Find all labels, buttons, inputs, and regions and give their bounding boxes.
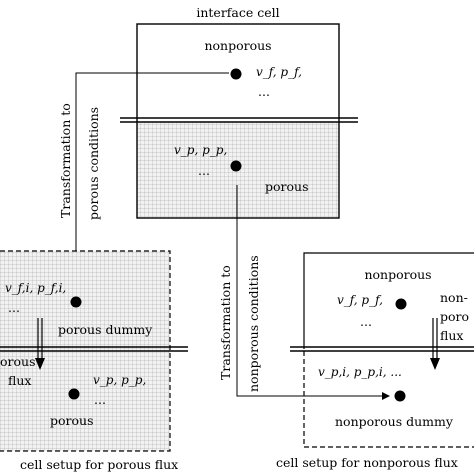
- nonporous-dummy-point: [394, 390, 406, 402]
- arrow-left-label-1: Transformation to: [58, 103, 73, 218]
- porous-setup-caption: cell setup for porous flux: [20, 457, 178, 472]
- porous-flux-label-1: orous: [0, 354, 36, 369]
- interface-upper-dots: ...: [258, 84, 270, 99]
- nonporous-flux-arrow: [430, 358, 440, 370]
- interface-lower-point: [230, 160, 242, 172]
- interface-upper-label: nonporous: [204, 38, 271, 53]
- nonporous-flux-label-3: flux: [440, 328, 463, 343]
- arrow-left-label-2: porous conditions: [86, 107, 101, 220]
- porous-flux-arrow: [35, 358, 45, 370]
- interface-cell-title: interface cell: [196, 5, 279, 20]
- nonporous-setup-upper-dots: ...: [360, 314, 372, 329]
- porous-setup-lower-dots: ...: [94, 392, 106, 407]
- porous-dummy-point: [70, 296, 82, 308]
- interface-cell: nonporous v_f, p_f, ... v_p, p_p, ... po…: [120, 23, 358, 219]
- porous-setup-lower-label: porous: [50, 413, 94, 428]
- porous-setup-lower-point: [68, 388, 80, 400]
- interface-lower-vars: v_p, p_p,: [174, 143, 227, 157]
- nonporous-flux-label-2: poro: [440, 309, 469, 324]
- porous-setup-lower-vars: v_p, p_p,: [93, 373, 146, 387]
- arrow-right-label-1: Transformation to: [218, 265, 233, 380]
- nonporous-flux-setup: nonporous v_f, p_f, ... non- poro flux v…: [290, 252, 474, 448]
- nonporous-setup-upper-point: [395, 298, 407, 310]
- nonporous-flux-label-1: non-: [440, 290, 468, 305]
- arrow-to-porous: [72, 72, 229, 267]
- interface-lower-dots: ...: [198, 163, 210, 178]
- nonporous-setup-lower-vars: v_p,i, p_p,i, ...: [318, 365, 402, 379]
- porous-dummy-label: porous dummy: [58, 322, 153, 337]
- nonporous-setup-upper-vars: v_f, p_f,: [337, 293, 383, 307]
- porous-setup-upper-vars: v_f,i, p_f,i,: [5, 281, 66, 295]
- porous-flux-label-2: flux: [8, 373, 31, 388]
- interface-upper-vars: v_f, p_f,: [256, 65, 302, 79]
- porous-setup-upper-dots: ...: [8, 300, 20, 315]
- nonporous-setup-upper-label: nonporous: [364, 267, 431, 282]
- interface-lower-label: porous: [265, 179, 309, 194]
- nonporous-dummy-label: nonporous dummy: [335, 414, 454, 429]
- nonporous-setup-caption: cell setup for nonporous flux: [276, 455, 458, 470]
- interface-upper-point: [230, 68, 242, 80]
- arrow-right-label-2: nonporous conditions: [246, 255, 261, 392]
- arrow-to-nonporous: [236, 185, 390, 400]
- porous-flux-setup: v_f,i, p_f,i, ... porous dummy orous flu…: [0, 250, 188, 452]
